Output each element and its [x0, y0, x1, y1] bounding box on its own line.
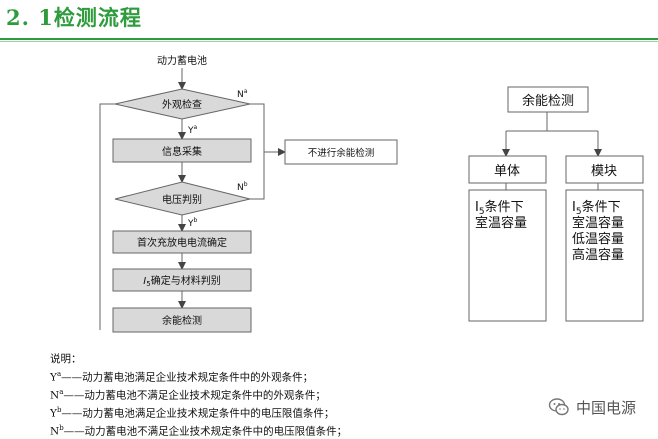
tree-root-box: [507, 86, 589, 113]
flow-shapes: [112, 86, 644, 333]
note-item: Na——动力蓄电池不满足企业技术规定条件中的外观条件；: [50, 387, 326, 402]
label-n-b: Nb: [237, 181, 248, 193]
title-divider-light: [0, 41, 658, 42]
label-n-a: Na: [237, 88, 248, 100]
note-item: Yb——动力蓄电池满足企业技术规定条件中的电压限值条件；: [50, 405, 335, 420]
decision-appearance-label: 外观检查: [162, 98, 202, 111]
watermark: 中国电源: [548, 396, 636, 418]
tree-module-detail-box: [565, 189, 644, 322]
title-divider: [0, 38, 658, 40]
notes-heading: 说明：: [50, 353, 82, 365]
tree-root-label: 余能检测: [522, 93, 574, 109]
decision-voltage-label: 电压判别: [162, 193, 202, 206]
flow-labels: 动力蓄电池 外观检查 信息采集 不进行余能检测 电压判别 首次充放电电流确定 I…: [137, 54, 624, 327]
decision-voltage-check: [114, 181, 251, 216]
module-detail-line-3: 低温容量: [572, 231, 624, 247]
watermark-text: 中国电源: [576, 398, 637, 417]
flow-connectors: [99, 68, 602, 330]
decision-appearance-check: [114, 88, 251, 120]
tree-module-box: [565, 155, 644, 184]
label-y-a: Ya: [187, 124, 198, 136]
note-item: Nb——动力蓄电池不满足企业技术规定条件中的电压限值条件；: [50, 423, 348, 438]
box-first-current: [112, 230, 252, 254]
module-detail-line-4: 高温容量: [572, 247, 624, 263]
tree-module-label: 模块: [591, 164, 617, 179]
tree-cell-label: 单体: [494, 164, 520, 179]
box-material-check: [112, 268, 252, 292]
box-current-label: 首次充放电电流确定: [137, 236, 227, 249]
start-label: 动力蓄电池: [157, 54, 207, 67]
box-residual-energy: [112, 307, 252, 333]
label-y-b: Yb: [187, 217, 198, 229]
tree-cell-detail-box: [468, 189, 547, 322]
box-info-label: 信息采集: [162, 145, 202, 158]
page-title: 2. 1检测流程: [6, 5, 142, 30]
cell-detail-line-2: 室温容量: [475, 215, 527, 231]
box-material-label: I5确定与材料判别: [143, 274, 220, 288]
cell-detail-line-1: I5条件下: [475, 199, 524, 217]
note-item: Ya——动力蓄电池满足企业技术规定条件中的外观条件；: [50, 369, 314, 384]
box-skip-label: 不进行余能检测: [308, 147, 375, 159]
wechat-logo-icon: [548, 398, 569, 416]
module-detail-line-2: 室温容量: [572, 215, 624, 231]
box-no-residual-test: [284, 139, 398, 165]
notes-block: 说明： Ya——动力蓄电池满足企业技术规定条件中的外观条件； Na——动力蓄电池…: [50, 352, 347, 439]
tree-cell-box: [468, 155, 547, 184]
box-info-collection: [112, 138, 252, 163]
module-detail-line-1: I5条件下: [572, 199, 621, 217]
box-residual-label: 余能检测: [162, 314, 202, 327]
